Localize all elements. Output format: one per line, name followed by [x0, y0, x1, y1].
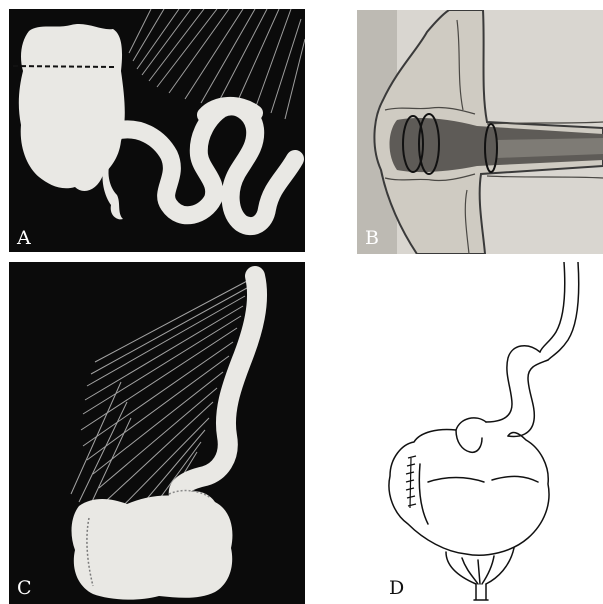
panel-d-line-drawing: D — [316, 262, 603, 604]
panel-c-specimen-photo: C — [9, 262, 305, 604]
panel-label-b: B — [365, 229, 379, 248]
panel-label-a: A — [17, 229, 31, 248]
outlet-neck-d — [474, 584, 488, 600]
reservoir-outline-d — [389, 418, 549, 555]
bowel-conduit-d — [486, 346, 548, 437]
panel-c-illustration — [9, 262, 305, 604]
duodenal-stump-a — [103, 159, 123, 219]
esophagus-limb-d — [540, 262, 579, 360]
panel-b-illustration — [357, 10, 603, 254]
reservoir-seam-d — [419, 464, 428, 524]
panel-label-c: C — [17, 579, 32, 598]
small-bowel-loops-a — [115, 106, 295, 226]
stomach-specimen-c — [72, 491, 233, 599]
panel-a-illustration — [9, 9, 305, 252]
panel-d-illustration — [316, 262, 603, 604]
reservoir-crease-lower-d — [492, 476, 538, 482]
outlet-funnel-d — [446, 548, 514, 584]
panel-b-anastomosis-illustration: B — [357, 10, 603, 254]
staple-line-d — [406, 456, 416, 508]
panel-a-specimen-photo: A — [9, 9, 305, 252]
reservoir-crease-upper-d — [428, 478, 484, 483]
panel-label-d: D — [389, 579, 404, 598]
reservoir-fold-d — [456, 430, 482, 452]
